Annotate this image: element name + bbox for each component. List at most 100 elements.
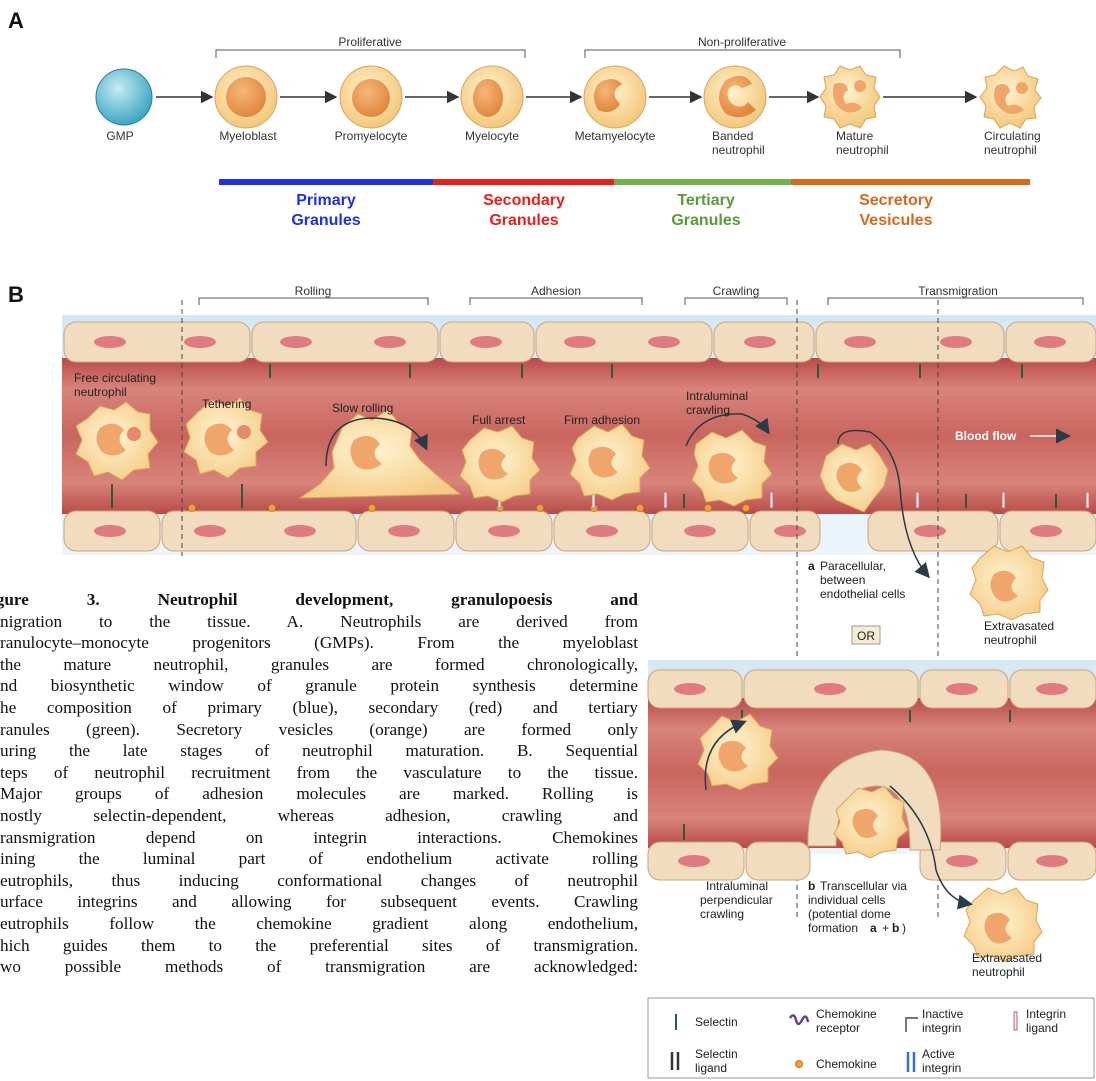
label-paracellular-3: endothelial cells [820, 587, 905, 601]
stage-label-circulating-2: neutrophil [984, 143, 1037, 157]
panel-b-label: B [8, 282, 24, 307]
stage-label-promyelocyte: Promyelocyte [335, 129, 408, 143]
label-transcellular-2: individual cells [808, 893, 885, 907]
gmp-cell [95, 68, 153, 126]
label-transcellular-1: Transcellular via [820, 879, 907, 893]
caption-line: hich guides them to the preferential sit… [0, 935, 638, 955]
bracket-nonproliferative [584, 49, 901, 58]
stage-label-banded: Banded [712, 129, 753, 143]
label-extravasated-2: neutrophil [984, 633, 1037, 647]
caption-line: uring the late stages of neutrophil matu… [0, 741, 638, 761]
bracket-proliferative [215, 49, 526, 58]
legend-box [647, 997, 1095, 1079]
legend-chemokine-receptor-1: Chemokine [816, 1007, 877, 1021]
stage-label-myelocyte: Myelocyte [465, 129, 519, 143]
caption-line: ranulocyte–monocyte progenitors (GMPs). … [0, 633, 638, 653]
neutrophil-slow-rolling [298, 409, 462, 499]
neutrophil-tethering [183, 397, 269, 479]
stage-label-gmp: GMP [106, 129, 133, 143]
lower-endothelium-top [647, 669, 1096, 709]
legend-active-integrin-1: Active [922, 1047, 955, 1061]
caption-line: nostly selectin-dependent, whereas adhes… [0, 805, 638, 825]
phase-label-adhesion: Adhesion [531, 284, 581, 298]
upper-endothelium-top [63, 321, 1096, 363]
neutrophil-firm-adhesion [569, 423, 651, 501]
bracket-rolling [198, 297, 429, 305]
caption-line: nigration to the tissue. A. Neutrophils … [0, 611, 638, 631]
rolling-arrows [325, 413, 930, 579]
stage-label-metamyelocyte: Metamyelocyte [575, 129, 656, 143]
label-perpendicular-1: Intraluminal [706, 879, 768, 893]
granule-bar-secretory [791, 179, 1030, 185]
caption-line: wo possible methods of transmigration ar… [0, 957, 638, 977]
label-perpendicular-2: perpendicular [700, 893, 773, 907]
granule-bar-tertiary [614, 179, 791, 185]
legend-selectin-ligand-2: ligand [695, 1061, 727, 1075]
caption-line: he composition of primary (blue), second… [0, 697, 638, 717]
granule-secondary-line2: Granules [489, 212, 558, 229]
caption-line: eutrophils follow the chemokine gradient… [0, 913, 638, 933]
granule-secondary-line1: Secondary [483, 192, 565, 209]
legend-active-integrin-2: integrin [922, 1061, 961, 1075]
bracket-nonproliferative-label: Non-proliferative [698, 35, 786, 49]
neutrophil-full-arrest [459, 425, 541, 503]
caption-line: urface integrins and allowing for subseq… [0, 892, 638, 912]
bracket-crawling [684, 297, 788, 305]
label-extravasated2-2: neutrophil [972, 965, 1025, 979]
label-intraluminal-crawling-2: crawling [686, 403, 730, 417]
promyelocyte-cell [339, 65, 403, 129]
neutrophil-free-circulating [75, 401, 159, 481]
label-extravasated2-1: Extravasated [972, 951, 1042, 965]
bracket-adhesion [469, 297, 643, 305]
granule-primary-line2: Granules [291, 212, 360, 229]
legend-inactive-integrin-1: Inactive [922, 1007, 964, 1021]
stage-label-circulating: Circulating [984, 129, 1041, 143]
phase-label-transmigration: Transmigration [918, 284, 998, 298]
myelocyte-cell [460, 65, 524, 129]
label-blood-flow: Blood flow [955, 429, 1017, 443]
neutrophil-transcellular [833, 785, 909, 859]
stage-label-mature-2: neutrophil [836, 143, 889, 157]
caption-line: the mature neutrophil, granules are form… [0, 654, 638, 674]
label-free-circulating-1: Free circulating [74, 371, 156, 385]
neutrophil-perpendicular [697, 713, 779, 791]
caption-line: igure 3. Neutrophil development, granulo… [0, 590, 638, 609]
phase-label-rolling: Rolling [295, 284, 332, 298]
caption-line: ining the luminal part of endothelium ac… [0, 849, 638, 869]
myeloblast-cell [214, 65, 278, 129]
bracket-proliferative-label: Proliferative [338, 35, 402, 49]
label-transcellular-7: b [892, 921, 899, 935]
label-full-arrest: Full arrest [472, 413, 526, 427]
legend-chemokine: Chemokine [816, 1057, 877, 1071]
label-transcellular-4: formation [808, 921, 858, 935]
legend-integrin-ligand-1: Integrin [1026, 1007, 1066, 1021]
banded-neutrophil-cell [703, 65, 767, 129]
caption-line: teps of neutrophil recruitment from the … [0, 762, 638, 782]
stage-label-banded-2: neutrophil [712, 143, 765, 157]
label-transcellular-letter: b [808, 879, 815, 893]
granule-bar-secondary [433, 179, 614, 185]
panel-a: A Proliferative Non-proliferative [8, 8, 1042, 229]
label-paracellular-2: between [820, 573, 865, 587]
label-paracellular-letter: a [808, 559, 815, 573]
granule-bar-primary [219, 179, 433, 185]
caption-line: eutrophils, thus inducing conformational… [0, 870, 638, 890]
metamyelocyte-cell [583, 65, 647, 129]
panel-b: B Rolling Adhesion Crawling Transmigrati… [8, 282, 1096, 1079]
legend-inactive-integrin-2: integrin [922, 1021, 961, 1035]
legend-chemokine-receptor-2: receptor [816, 1021, 860, 1035]
label-extravasated-1: Extravasated [984, 619, 1054, 633]
endothelial-nuclei [94, 336, 1066, 537]
caption-line: ransmigration depend on integrin interac… [0, 827, 638, 847]
chemokine-dots [188, 504, 750, 512]
mature-neutrophil-cell [819, 65, 881, 129]
or-box [851, 625, 881, 645]
legend-integrin-ligand-2: ligand [1026, 1021, 1058, 1035]
stage-label-myeloblast: Myeloblast [219, 129, 277, 143]
neutrophil-extravasated-2 [963, 887, 1043, 963]
circulating-neutrophil-cell [979, 65, 1042, 129]
legend-inactive-integrin-icon [905, 1017, 918, 1032]
caption-line: nd biosynthetic window of granule protei… [0, 676, 638, 696]
caption-line: ranules (green). Secretory vesicles (ora… [0, 719, 638, 739]
bracket-transmigration [827, 297, 1084, 305]
